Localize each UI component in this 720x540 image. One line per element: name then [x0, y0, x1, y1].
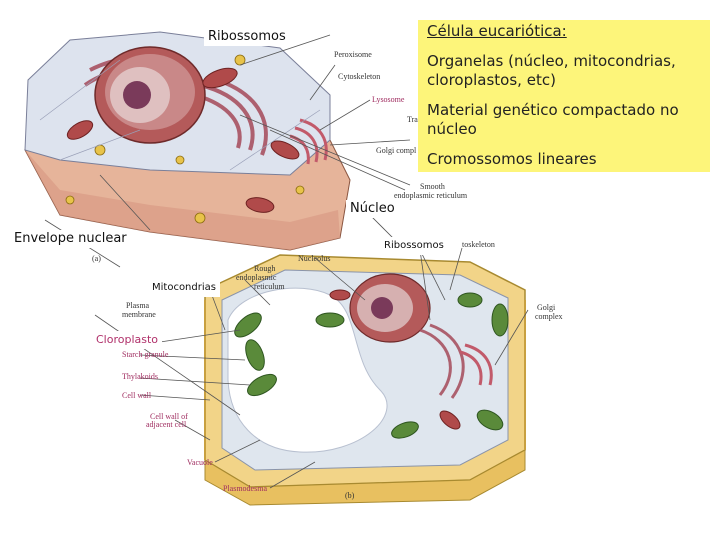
info-box: Célula eucariótica: Organelas (núcleo, m…: [418, 20, 710, 172]
label-cell-wall: Cell wall: [122, 391, 152, 400]
overlay-ribossomos-top: Ribossomos: [204, 28, 290, 46]
label-plasmodesma: Plasmodesma: [223, 484, 267, 493]
label-starch-granule: Starch granule: [122, 350, 169, 359]
label-lysosome: Lysosome: [372, 95, 405, 104]
label-peroxisome: Peroxisome: [334, 50, 372, 59]
label-vacuole: Vacuole: [187, 458, 213, 467]
info-title: Célula eucariótica:: [427, 22, 567, 40]
label-rough-er-2: endoplasmic: [236, 273, 277, 282]
label-thylakoids: Thylakoids: [122, 372, 158, 381]
label-rough-er-1: Rough: [254, 264, 276, 273]
label-smooth-er-1: Smooth: [420, 182, 445, 191]
overlay-cloroplasto: Cloroplasto: [92, 331, 163, 349]
label-transport-fragment: Tra: [407, 115, 418, 124]
overlay-ribossomos-mid: Ribossomos: [380, 237, 448, 255]
plant-cell: [204, 254, 526, 506]
label-smooth-er-2: endoplasmic reticulum: [394, 191, 468, 200]
label-plasma-membrane-2: membrane: [122, 310, 156, 319]
animal-cell: [24, 31, 351, 251]
overlay-nucleo: Núcleo: [346, 200, 399, 218]
label-cytoskeleton-a: Cytoskeleton: [338, 72, 381, 81]
label-cytoskeleton-b: toskeleton: [462, 240, 495, 249]
label-golgi-b-1: Golgi: [537, 303, 556, 312]
label-cell-wall-adjacent-2: adjacent cell: [146, 420, 187, 429]
label-plasma-membrane-1: Plasma: [126, 301, 150, 310]
label-cell-wall-adjacent-1: Cell wall of: [150, 412, 188, 421]
label-golgi-a: Golgi compl: [376, 146, 417, 155]
label-panel-b: (b): [345, 491, 355, 500]
overlay-envelope-nuclear: Envelope nuclear: [10, 230, 131, 248]
label-rough-er-3: reticulum: [254, 282, 285, 291]
overlay-mitocondrias: Mitocondrias: [148, 279, 220, 297]
info-line-material-genetico: Material genético compactado no núcleo: [427, 101, 679, 138]
info-line-cromossomos: Cromossomos lineares: [427, 150, 597, 168]
label-panel-a: (a): [92, 254, 101, 263]
info-line-organelas: Organelas (núcleo, mitocondrias, cloropl…: [427, 52, 676, 89]
label-nucleolus: Nucleolus: [298, 254, 331, 263]
label-golgi-b-2: complex: [535, 312, 563, 321]
